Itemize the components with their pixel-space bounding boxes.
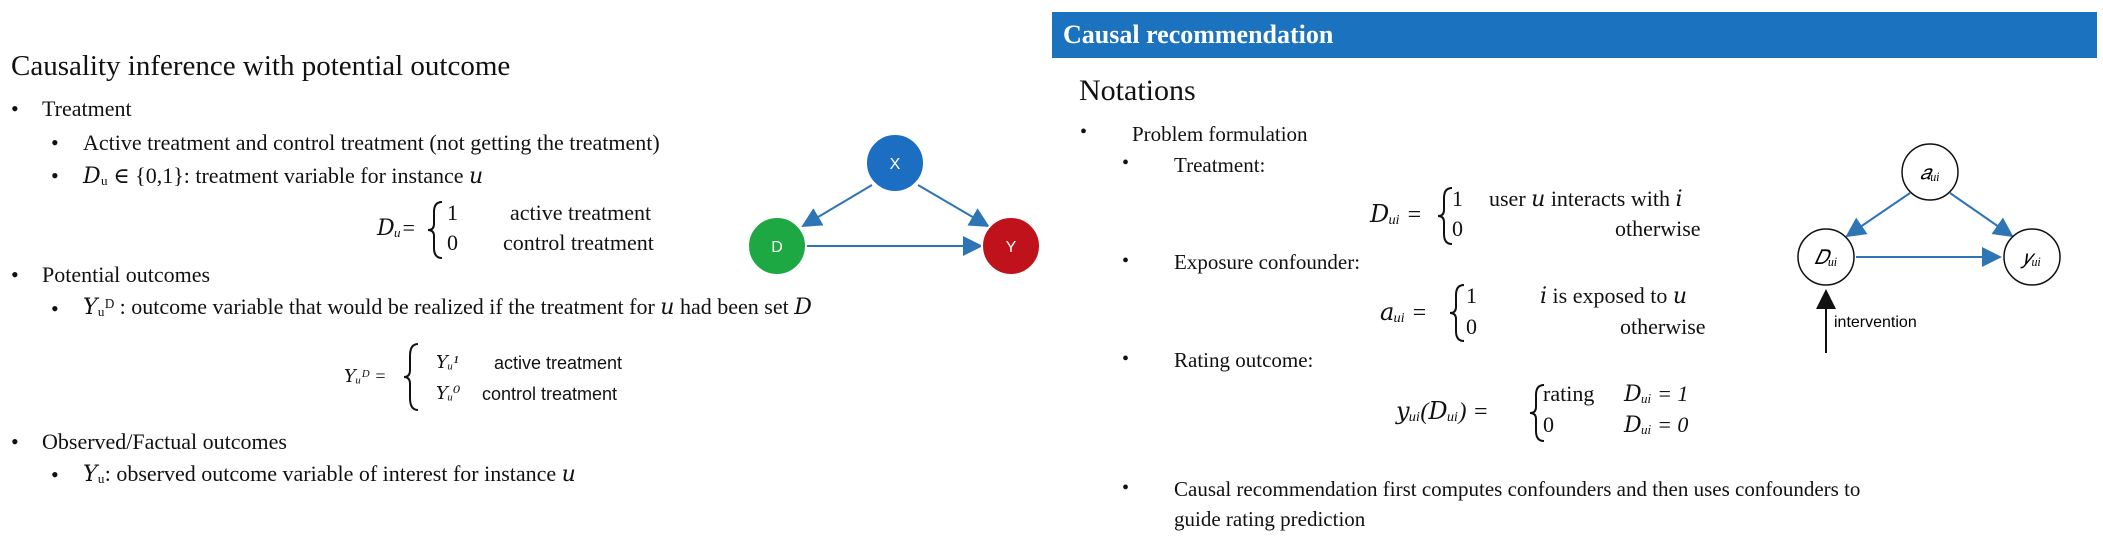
eq-yud-v0: 𝑌ᵤ⁰ (436, 383, 461, 403)
node-y (981, 216, 1041, 276)
eq-du-v0: 0 (447, 230, 458, 255)
node-y-label: Y (1006, 239, 1017, 256)
eq-dui-lhs: 𝐷ᵤᵢ = (1370, 202, 1423, 228)
node-aui-label: 𝑎ᵤᵢ (1920, 162, 1940, 184)
edge-a-d (1845, 192, 1911, 238)
node-d (747, 216, 807, 276)
edge-a-y (1949, 192, 2014, 238)
bullet-dot: • (1122, 250, 1130, 272)
bullet-dot: • (1080, 121, 1088, 143)
causal-text-line1: Causal recommendation first computes con… (1174, 477, 1861, 501)
eq-dui-t0: otherwise (1615, 216, 1701, 241)
active-control-text: Active treatment and control treatment (… (83, 130, 660, 155)
notations-title: Notations (1079, 74, 1196, 107)
bullet-dot: • (1122, 152, 1130, 174)
eq-aui-v0: 0 (1466, 314, 1477, 339)
node-x-label: X (890, 156, 901, 173)
left-title: Causality inference with potential outco… (11, 50, 511, 82)
yu-definition: 𝑌ᵤ: observed outcome variable of interes… (83, 461, 576, 486)
eq-yui-lhs: 𝑦ᵤᵢ(𝐷ᵤᵢ) = (1396, 399, 1489, 425)
node-dui-label: 𝐷ᵤᵢ (1815, 247, 1838, 269)
bullet-dot: • (51, 462, 59, 487)
eq-yud-t1: active treatment (494, 353, 623, 373)
potential-outcomes-label: Potential outcomes (42, 262, 211, 287)
eq-yud-lhs: 𝑌ᵤᴰ = (344, 366, 387, 386)
bullet-dot: • (51, 296, 59, 321)
causal-graph-xdy: X D Y (747, 133, 1041, 276)
eq-aui-lhs: 𝑎ᵤᵢ = (1380, 300, 1428, 326)
brace-aui (1449, 284, 1465, 342)
node-d-label: D (771, 239, 783, 256)
observed-label: Observed/Factual outcomes (42, 429, 287, 454)
eq-aui-t0: otherwise (1620, 314, 1706, 339)
node-dui (1797, 228, 1855, 286)
eq-aui-v1: 1 (1466, 283, 1477, 308)
eq-dui-t1: user 𝑢 interacts with 𝑖 (1489, 186, 1683, 211)
yud-definition: 𝑌ᵤᴰ : outcome variable that would be rea… (83, 294, 812, 319)
eq-du-t1: active treatment (510, 200, 652, 225)
causal-text-line2: guide rating prediction (1174, 507, 1366, 531)
eq-yui-t0: 𝐷ᵤᵢ = 0 (1624, 412, 1689, 437)
eq-dui-v0: 0 (1452, 216, 1463, 241)
eq-dui-v1: 1 (1452, 186, 1463, 211)
node-x (865, 133, 925, 193)
bullet-dot: • (51, 163, 59, 188)
causal-graph-recommendation: 𝑎ᵤᵢ 𝐷ᵤᵢ 𝑦ᵤᵢ intervention (1797, 143, 2061, 353)
eq-yui-t1: 𝐷ᵤᵢ = 1 (1624, 381, 1689, 406)
treatment-label-right: Treatment: (1174, 153, 1266, 177)
bullet-dot: • (51, 130, 59, 155)
treatment-label: Treatment (42, 96, 132, 121)
problem-formulation: Problem formulation (1132, 122, 1308, 146)
bullet-dot: • (11, 262, 19, 287)
node-yui (2003, 228, 2061, 286)
eq-aui-t1: 𝑖 is exposed to 𝑢 (1540, 283, 1688, 308)
intervention-label: intervention (1834, 314, 1917, 331)
node-yui-label: 𝑦ᵤᵢ (2020, 247, 2041, 269)
brace-du (427, 201, 443, 259)
edge-x-d (801, 184, 873, 228)
bullet-dot: • (1122, 348, 1130, 370)
brace-yui (1529, 384, 1545, 442)
eq-yui-v1: rating (1543, 381, 1595, 406)
node-aui (1901, 143, 1959, 201)
section-header: Causal recommendation (1052, 12, 2097, 58)
eq-yui-v0: 0 (1543, 412, 1554, 437)
brace-yud (403, 343, 419, 411)
bullet-dot: • (11, 429, 19, 454)
bullet-dot: • (1122, 477, 1130, 499)
bullet-dot: • (11, 96, 19, 121)
exposure-label: Exposure confounder: (1174, 250, 1361, 274)
eq-du-t0: control treatment (503, 230, 654, 255)
eq-du-v1: 1 (447, 200, 458, 225)
brace-dui (1437, 187, 1453, 245)
du-definition: 𝐷ᵤ ∈ {0,1}: treatment variable for insta… (83, 163, 484, 188)
edge-x-y (917, 184, 990, 228)
eq-yud-v1: 𝑌ᵤ¹ (436, 352, 459, 372)
eq-yud-t0: control treatment (482, 384, 618, 404)
rating-label: Rating outcome: (1174, 348, 1314, 372)
eq-du-lhs: 𝐷ᵤ= (377, 215, 416, 240)
